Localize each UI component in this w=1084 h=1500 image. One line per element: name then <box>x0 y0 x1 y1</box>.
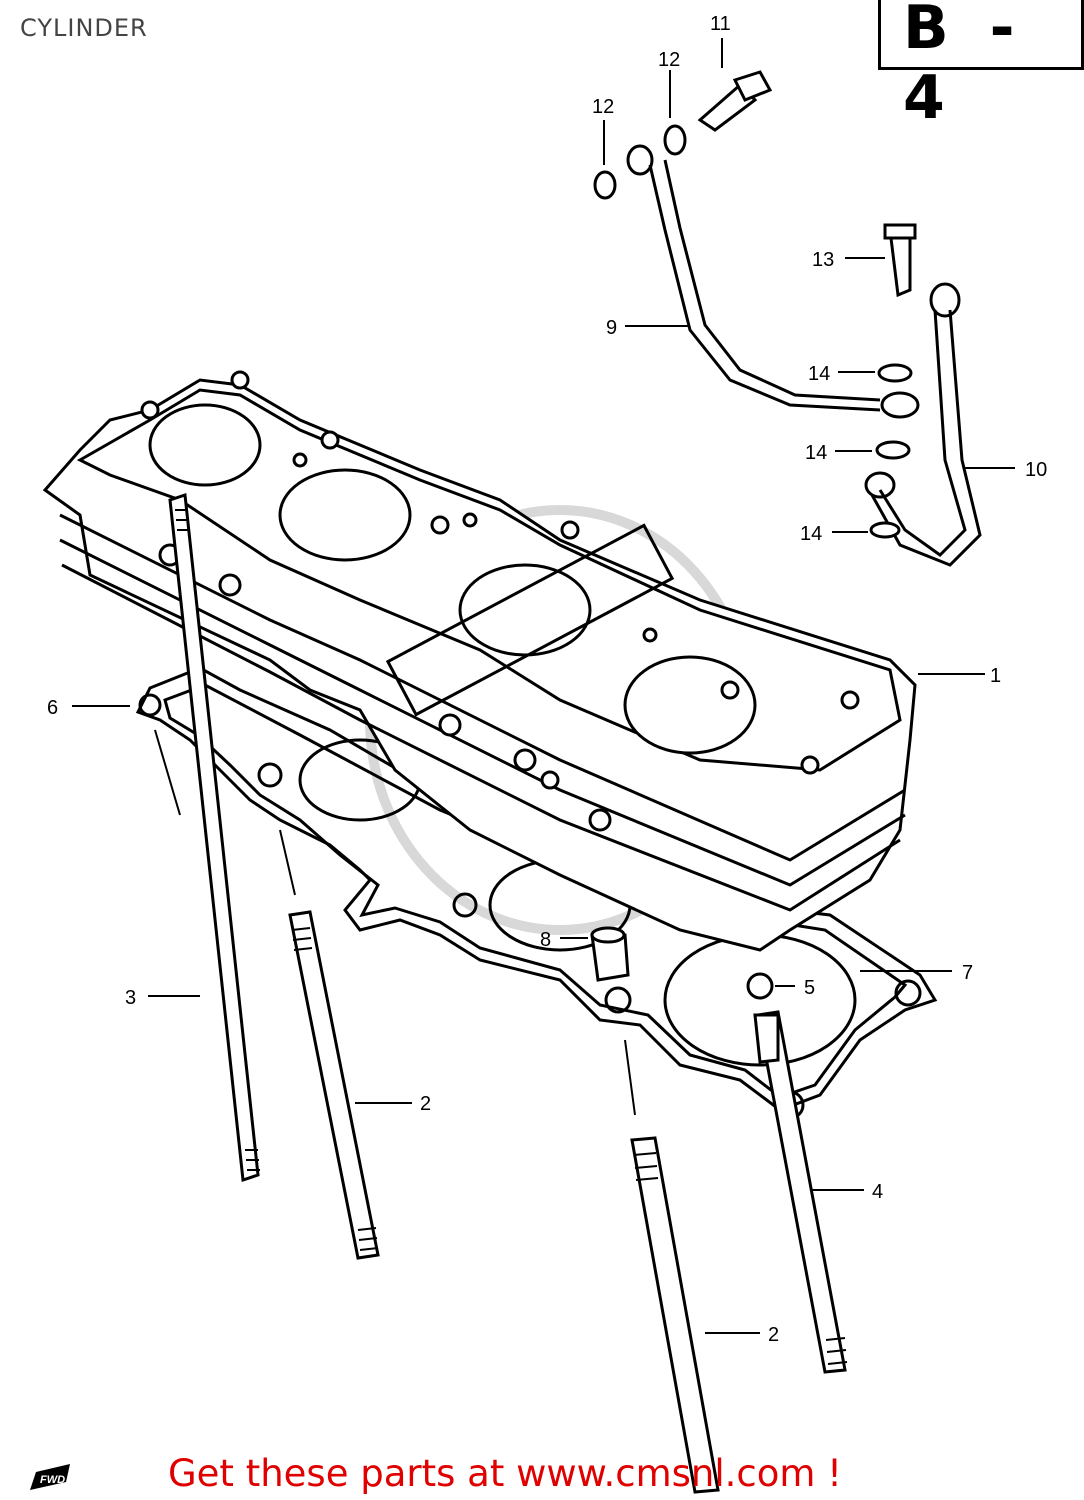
page-title: CYLINDER <box>20 14 148 42</box>
callout-13: 13 <box>812 249 834 271</box>
fwd-label: FWD <box>40 1474 65 1486</box>
union-bolts-and-washers <box>593 70 917 539</box>
callout-2: 2 <box>768 1324 779 1346</box>
cylinder-block <box>42 370 917 952</box>
callout-14: 14 <box>808 363 830 385</box>
oil-hoses <box>626 144 982 567</box>
parts-shop-link[interactable]: Get these parts at www.cmsnl.com ! <box>168 1452 843 1495</box>
callout-labels: 1 2 2 3 4 5 6 7 8 9 10 11 12 12 13 14 14… <box>47 13 1047 1346</box>
reference-code: B - 4 <box>903 0 1025 133</box>
callout-7: 7 <box>962 962 973 984</box>
reference-code-box: B - 4 <box>878 0 1084 133</box>
callout-2: 2 <box>420 1093 431 1115</box>
callout-3: 3 <box>125 987 136 1009</box>
callout-1: 1 <box>990 665 1001 687</box>
forward-arrow-icon: FWD <box>30 1464 70 1490</box>
callout-14: 14 <box>805 442 827 464</box>
callout-10: 10 <box>1025 459 1047 481</box>
callout-9: 9 <box>606 317 617 339</box>
leader-lines <box>72 38 1015 1334</box>
dowel-pins <box>590 926 780 1064</box>
callout-8: 8 <box>540 929 551 951</box>
callout-4: 4 <box>872 1181 883 1203</box>
callout-12: 12 <box>658 49 680 71</box>
stud-bolts <box>168 492 848 1494</box>
exploded-parts-diagram: 1 2 2 3 4 5 6 7 8 9 10 11 12 12 13 14 14… <box>42 13 1047 1494</box>
callout-14: 14 <box>800 523 822 545</box>
callout-12: 12 <box>592 96 614 118</box>
callout-11: 11 <box>710 13 731 35</box>
callout-6: 6 <box>47 697 58 719</box>
callout-5: 5 <box>804 977 815 999</box>
